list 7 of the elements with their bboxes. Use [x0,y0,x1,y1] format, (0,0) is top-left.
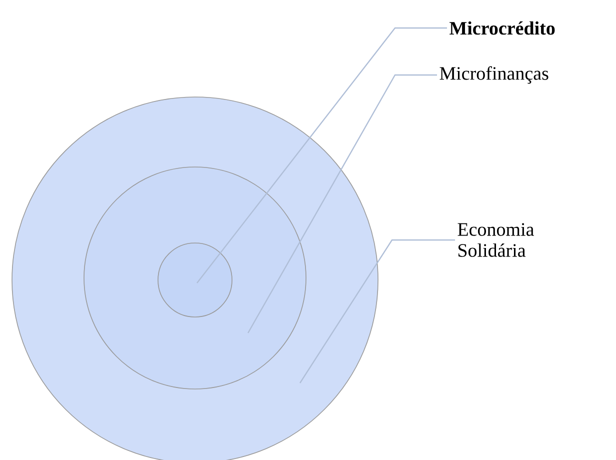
label-text: Microcrédito [450,21,555,35]
ring-circle [158,242,232,318]
leader-line [300,239,455,384]
leader-line [247,74,437,334]
label-text: Microfinanças [440,66,548,84]
label-text: Economia Solidária [458,223,534,257]
leader-line [196,27,447,284]
